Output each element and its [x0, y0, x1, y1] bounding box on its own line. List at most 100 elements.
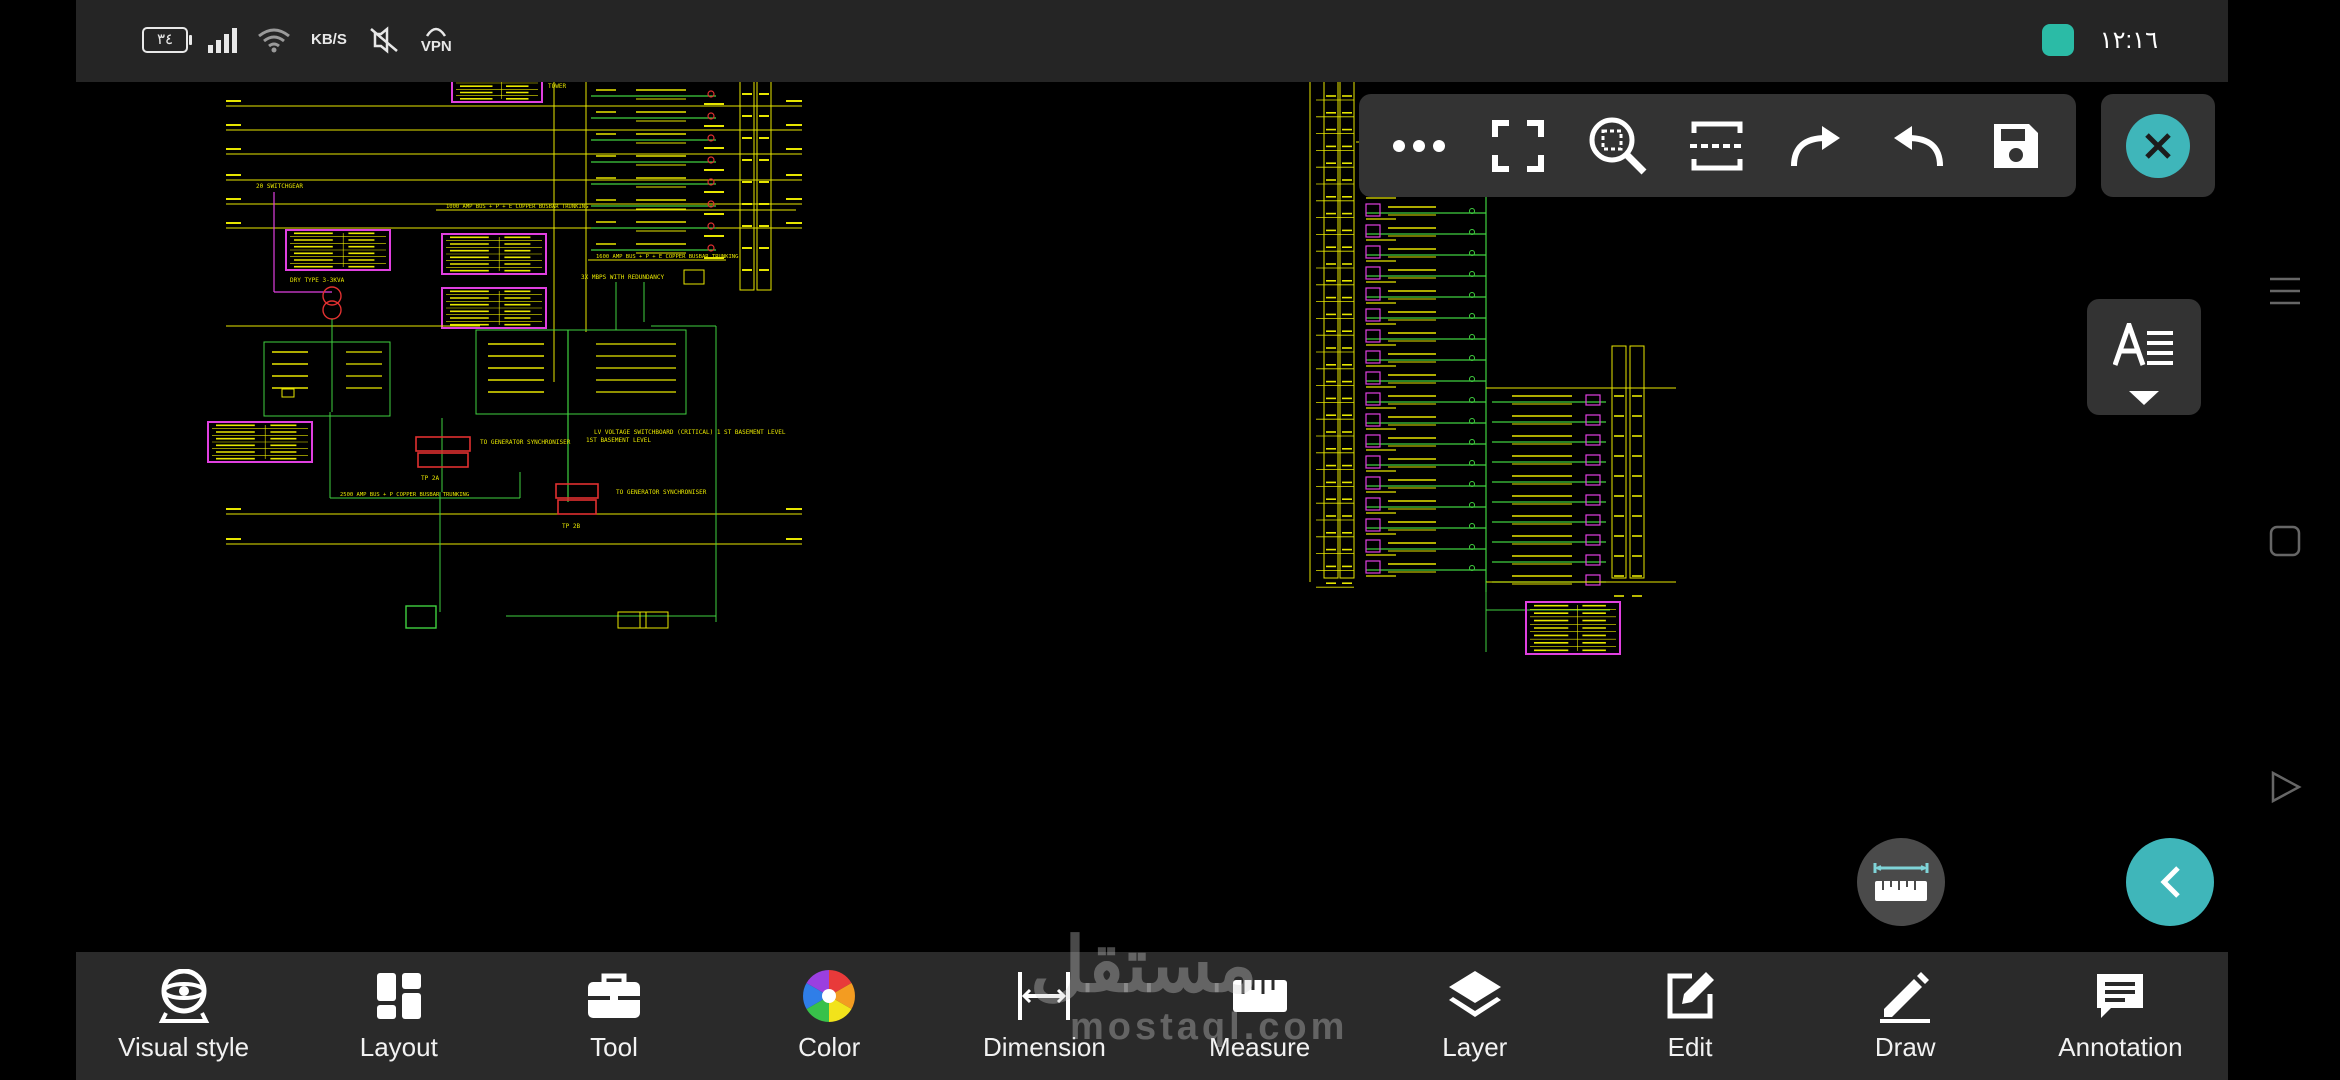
cad-box [285, 229, 391, 271]
annotation-label: Annotation [2058, 1032, 2183, 1062]
cad-breaker [1469, 250, 1475, 256]
cad-breaker [1585, 474, 1601, 486]
cad-box [683, 269, 705, 285]
status-bar: ٣٤ KB/S VPN ١٢:١٦ [76, 0, 2228, 82]
cad-box [475, 329, 687, 415]
battery-icon: ٣٤ [142, 26, 192, 53]
redo-button[interactable] [1781, 110, 1853, 182]
breaker-box [557, 499, 597, 515]
recent-apps-icon[interactable] [2268, 274, 2302, 308]
text-style-toggle[interactable] [2087, 299, 2201, 415]
tool-label: Tool [590, 1032, 638, 1062]
zoom-extents-icon [1690, 121, 1745, 170]
cad-box [207, 421, 313, 463]
clock: ١٢:١٦ [2099, 26, 2158, 54]
ups-label: 3X MBPS WITH REDUNDANCY [581, 274, 664, 281]
cad-breaker [1469, 565, 1475, 571]
system-navigation [2228, 0, 2340, 1080]
cad-breaker [707, 244, 715, 252]
cad-breaker [707, 200, 715, 208]
back-icon[interactable] [2268, 770, 2302, 804]
home-icon[interactable] [2268, 524, 2302, 558]
tp2a-label: TP 2A [421, 475, 439, 482]
cad-box [441, 233, 547, 275]
undo-button[interactable] [1881, 110, 1953, 182]
edit-button[interactable]: Edit [1582, 952, 1797, 1080]
breaker-box [417, 452, 469, 468]
cad-box [263, 341, 391, 417]
chevron-left-icon [2160, 866, 2180, 898]
layer-button[interactable]: Layer [1367, 952, 1582, 1080]
cad-box [639, 611, 669, 629]
cad-breaker [1469, 208, 1475, 214]
breaker-box [555, 483, 599, 499]
close-icon [2145, 132, 2171, 159]
cad-breaker [1585, 414, 1601, 426]
status-right: ١٢:١٦ [2041, 24, 2158, 56]
color-wheel-icon [803, 970, 856, 1022]
color-button[interactable]: Color [722, 952, 937, 1080]
cad-box [1525, 601, 1621, 655]
annotation-button[interactable]: Annotation [2013, 952, 2228, 1080]
breaker-box [415, 436, 471, 452]
cad-box [756, 82, 772, 291]
mute-icon [370, 25, 398, 54]
zoom-extents-button[interactable] [1681, 110, 1753, 182]
cad-breaker [1469, 292, 1475, 298]
gen-label-2: TO GENERATOR SYNCHRONISER [616, 489, 707, 496]
cad-breaker [1469, 271, 1475, 277]
measure-button[interactable]: Measure [1152, 952, 1367, 1080]
cad-breaker [1365, 329, 1381, 343]
cad-breaker [1469, 397, 1475, 403]
more-button[interactable] [1383, 110, 1455, 182]
redo-icon [1791, 125, 1841, 166]
undo-icon [1893, 125, 1943, 166]
cad-breaker [707, 222, 715, 230]
layout-button[interactable]: Layout [291, 952, 506, 1080]
cad-breaker [1365, 560, 1381, 574]
more-icon [1392, 139, 1445, 152]
cad-breaker [1585, 454, 1601, 466]
cad-breaker [1365, 455, 1381, 469]
lv-board-sub: 1ST BASEMENT LEVEL [586, 437, 651, 444]
dimension-button[interactable]: Dimension [937, 952, 1152, 1080]
cad-breaker [1365, 308, 1381, 322]
visual-style-icon [158, 969, 209, 1023]
cad-breaker [707, 90, 715, 98]
cad-breaker [1585, 434, 1601, 446]
cad-breaker [707, 112, 715, 120]
cad-breaker [1365, 434, 1381, 448]
wifi-icon [258, 28, 290, 52]
cad-box [1323, 82, 1339, 579]
zoom-window-button[interactable] [1582, 110, 1654, 182]
draw-button[interactable]: Draw [1798, 952, 2013, 1080]
chat-notification-icon [2041, 24, 2074, 56]
cad-breaker [1365, 413, 1381, 427]
tool-button[interactable]: Tool [506, 952, 721, 1080]
tower-label: TOWER [548, 83, 566, 90]
cad-breaker [1585, 494, 1601, 506]
cad-breaker [707, 156, 715, 164]
cad-breaker [1469, 439, 1475, 445]
measure-shortcut-button[interactable] [1857, 838, 1945, 926]
save-button[interactable] [1980, 110, 2052, 182]
edit-label: Edit [1667, 1032, 1713, 1062]
cad-breaker [707, 134, 715, 142]
cad-breaker [1365, 392, 1381, 406]
measure-label: Measure [1209, 1032, 1311, 1062]
tp2b-label: TP 2B [562, 523, 580, 530]
visual-style-button[interactable]: Visual style [76, 952, 291, 1080]
main-trunking-label: 1600 AMP BUS + P + E COPPER BUSBAR TRUNK… [596, 254, 738, 260]
cad-box [617, 611, 647, 629]
fullscreen-button[interactable] [1482, 110, 1554, 182]
draw-label: Draw [1874, 1032, 1936, 1062]
cad-breaker [1365, 350, 1381, 364]
transformer-label: DRY TYPE 3-3KVA [290, 277, 345, 284]
cad-box [1339, 82, 1355, 579]
collapse-button[interactable] [2126, 838, 2214, 926]
close-button[interactable] [2126, 113, 2190, 178]
transformer-coil [322, 300, 342, 320]
cad-box [441, 287, 547, 329]
